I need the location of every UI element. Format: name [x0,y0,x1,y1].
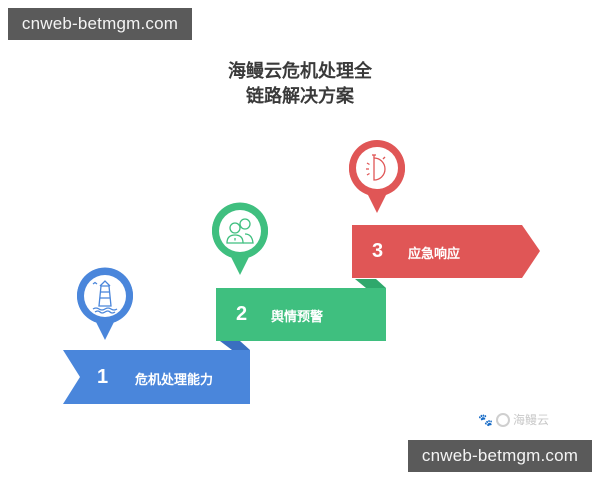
step-2-label: 舆情预警 [271,310,324,325]
people-alert-icon [226,218,254,244]
step-1-number: 1 [97,366,109,388]
watermark-top: cnweb-betmgm.com [8,8,192,40]
brand-logo-text: 海鳗云 [512,413,549,427]
step-2-number: 2 [236,303,248,325]
paw-icon: 🐾 [478,412,493,427]
diagram-title-line-1: 海鳗云危机处理全 [228,61,372,82]
brand-logo: 🐾 海鳗云 [478,411,549,428]
step-3-number: 3 [372,240,384,262]
circle-logo-icon [495,412,510,427]
lighthouse-icon [92,280,118,314]
diagram-title-line-2: 链路解决方案 [246,86,354,107]
step-1-pin [77,267,134,340]
step-3-pin [349,140,406,213]
watermark-bottom: cnweb-betmgm.com [408,440,592,472]
step-3-label: 应急响应 [408,247,461,262]
step-3-banner [352,225,540,278]
step-1-label: 危机处理能力 [135,373,214,388]
step-1-banner [63,341,250,404]
step-2-banner [216,279,386,341]
stopwatch-icon [366,154,386,181]
step-2-pin [212,202,268,275]
